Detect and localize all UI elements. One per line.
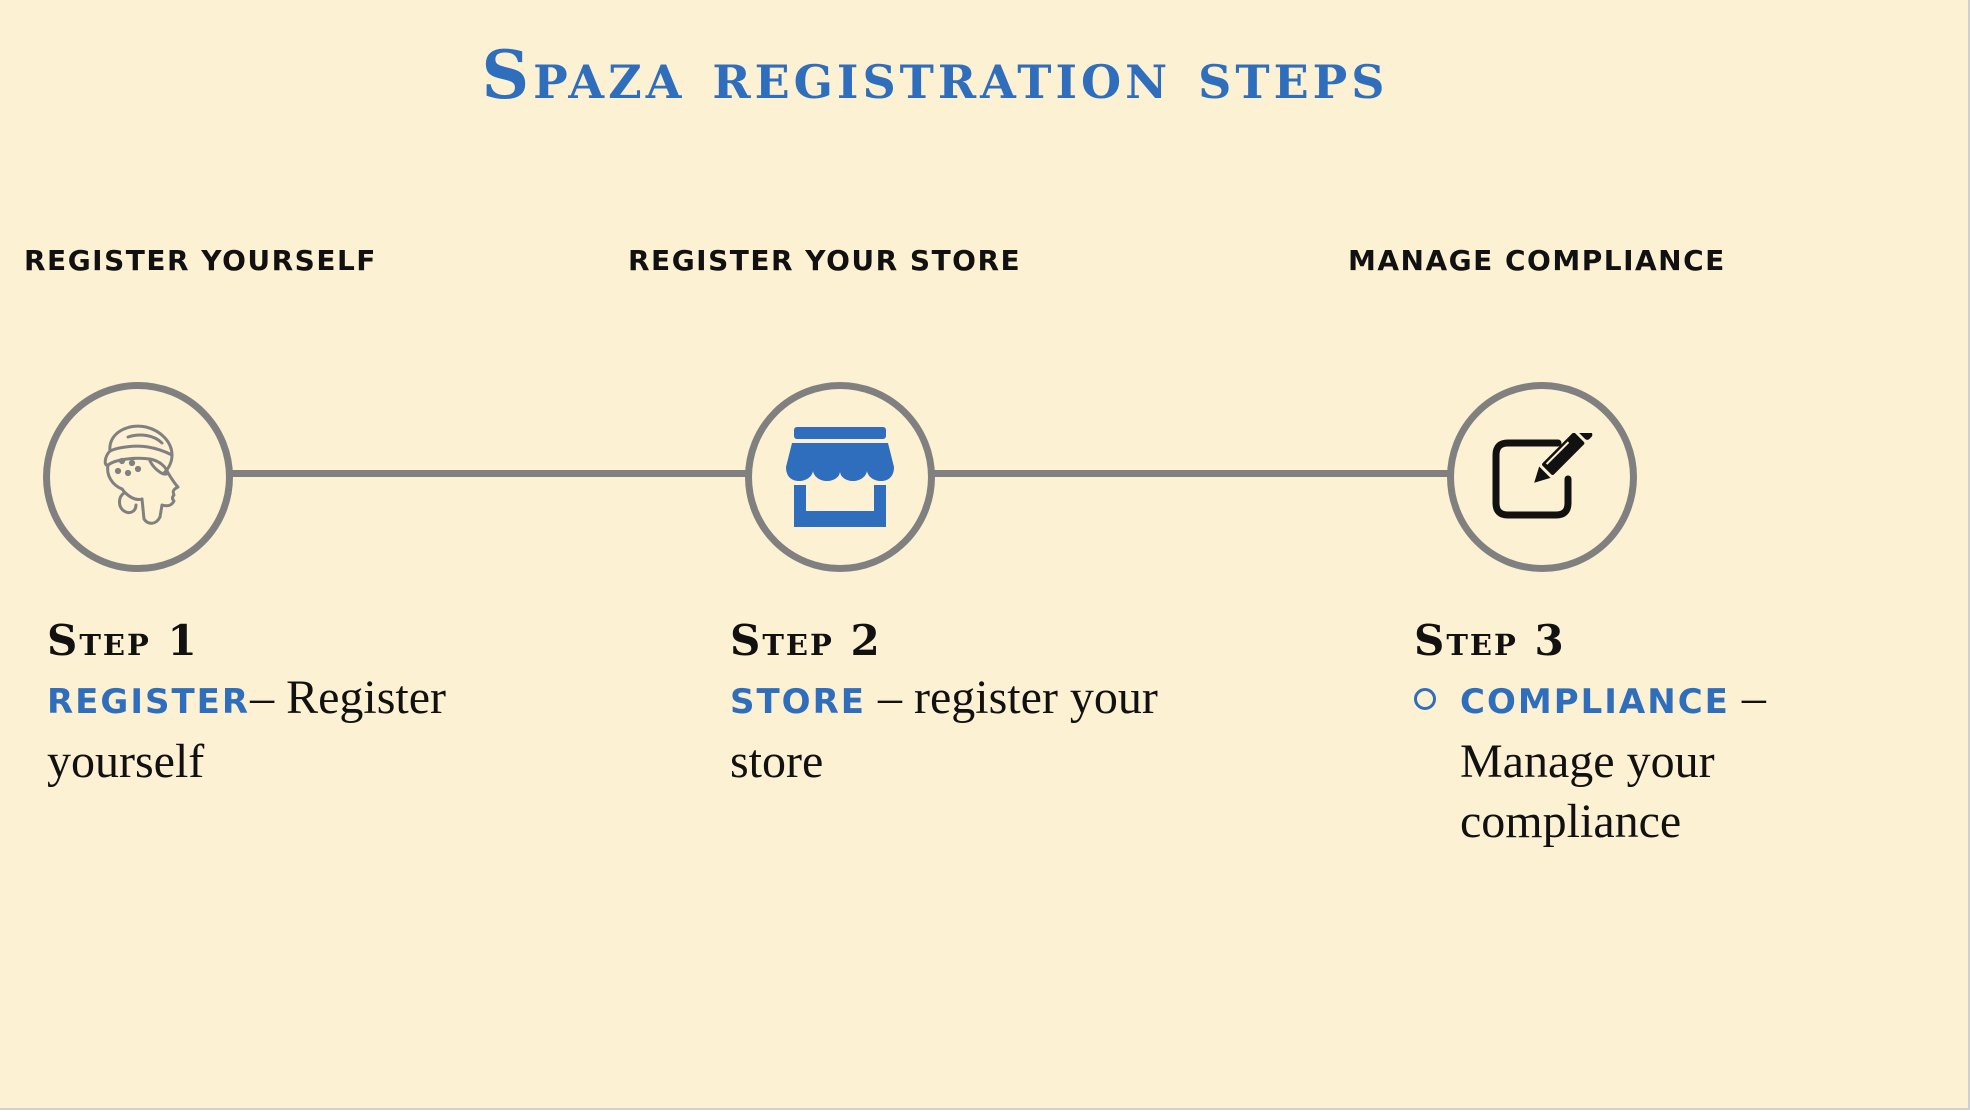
step-3-bullet-item: COMPLIANCE – Manage your compliance bbox=[1414, 668, 1834, 852]
step-3-text: – Manage your compliance bbox=[1460, 671, 1766, 848]
step-3-label: Step 3 bbox=[1414, 616, 1566, 665]
slide-title: Spaza registration steps bbox=[481, 36, 1389, 114]
timeline-connector-2-3 bbox=[930, 470, 1452, 477]
step-2-text: – register your store bbox=[730, 671, 1158, 788]
phase-heading-register-yourself: REGISTER YOURSELF bbox=[24, 244, 377, 277]
woman-headwrap-icon bbox=[103, 424, 180, 525]
phase-heading-register-your-store: REGISTER YOUR STORE bbox=[628, 244, 1022, 277]
storefront-icon bbox=[786, 427, 894, 527]
step-3-keyword: COMPLIANCE bbox=[1460, 682, 1730, 722]
step-3-description: COMPLIANCE – Manage your compliance bbox=[1414, 668, 1834, 852]
hollow-bullet-icon bbox=[1414, 688, 1436, 710]
step-3-circle bbox=[1447, 382, 1637, 572]
phase-heading-manage-compliance: MANAGE COMPLIANCE bbox=[1348, 244, 1726, 277]
step-1-keyword: REGISTER bbox=[47, 682, 251, 722]
step-1-circle bbox=[43, 382, 233, 572]
step-1-description: REGISTER– Register yourself bbox=[47, 668, 517, 792]
step-2-description: STORE – register your store bbox=[730, 668, 1230, 792]
step-2-label: Step 2 bbox=[730, 616, 882, 665]
step-2-keyword: STORE bbox=[730, 682, 866, 722]
step-2-circle bbox=[745, 382, 935, 572]
step-1-text: – Register yourself bbox=[47, 671, 447, 788]
edit-document-icon bbox=[1492, 433, 1593, 519]
step-1-label: Step 1 bbox=[47, 616, 199, 665]
timeline-connector-1-2 bbox=[228, 470, 748, 477]
